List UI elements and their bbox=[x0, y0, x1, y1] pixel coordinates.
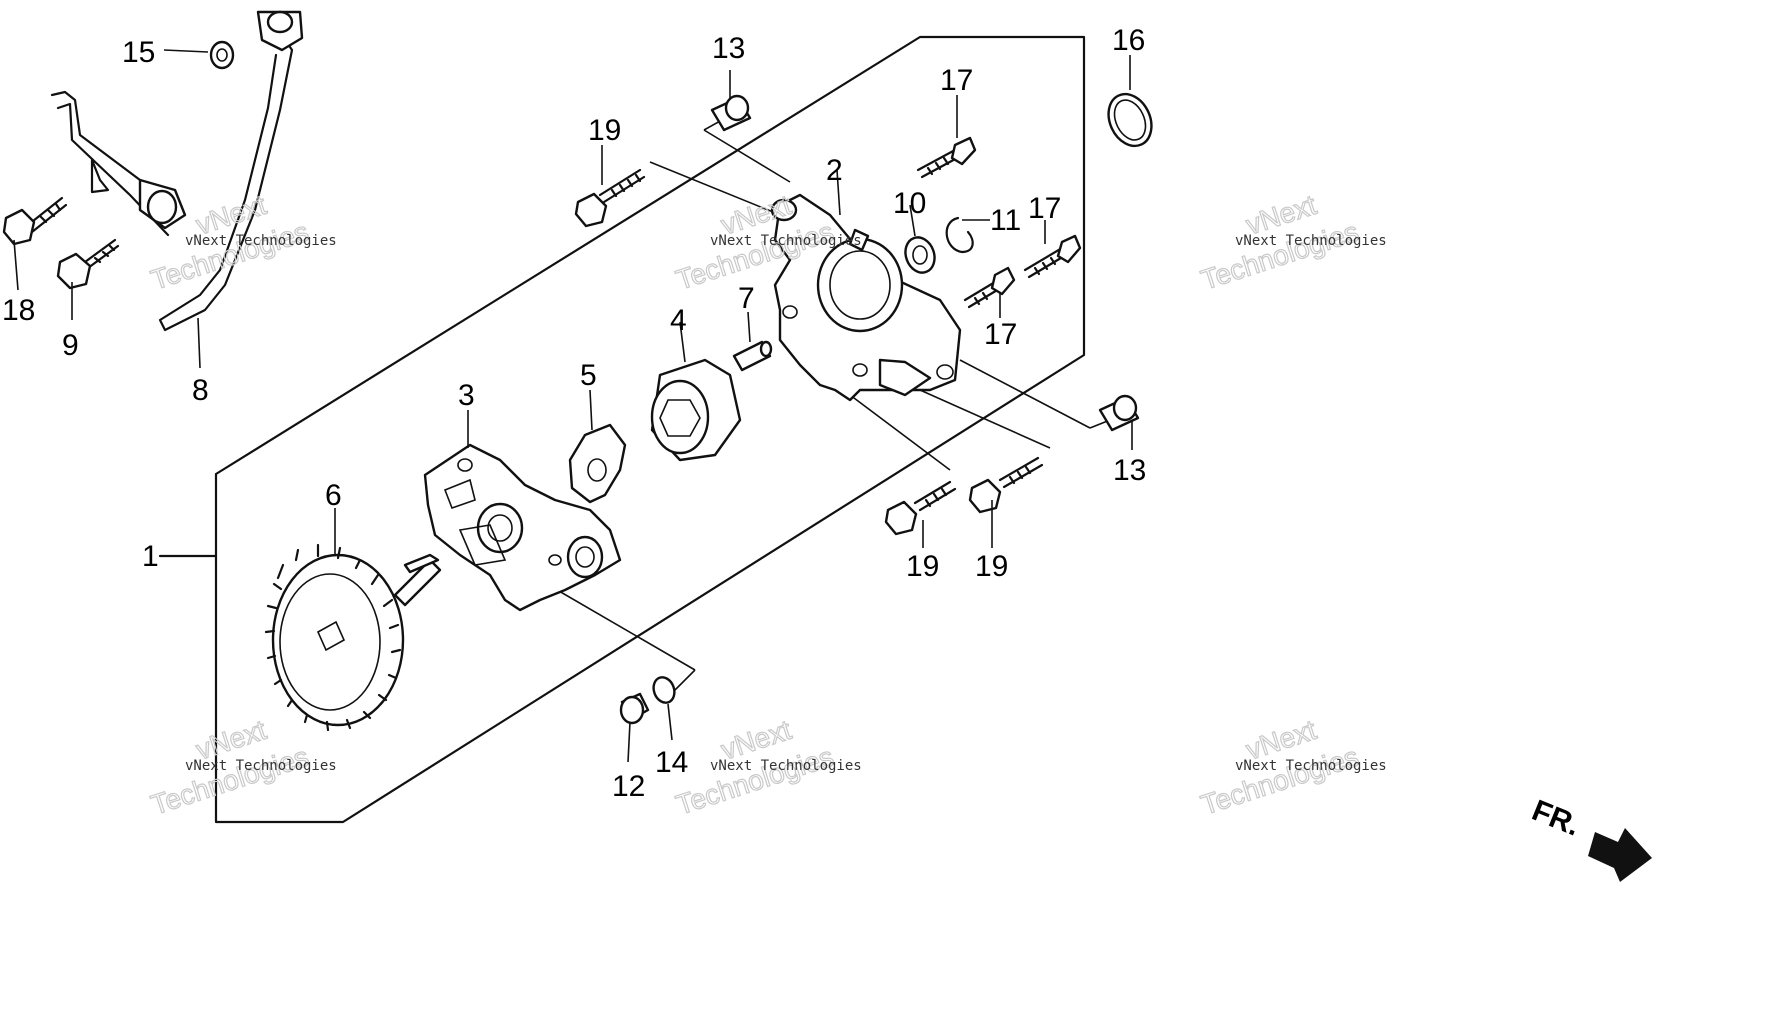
watermark-bottom-middle: Technologies vNext vNext Technologies bbox=[672, 713, 862, 821]
callout-12: 12 bbox=[612, 770, 645, 803]
callout-labels: 15 13 19 17 16 2 10 11 17 17 13 19 19 7 … bbox=[2, 24, 1146, 803]
callout-3: 3 bbox=[458, 379, 475, 412]
sprocket-teeth bbox=[264, 543, 402, 732]
callout-9: 9 bbox=[62, 329, 79, 362]
front-label: FR. bbox=[1527, 794, 1584, 843]
outer-rotor-4 bbox=[650, 358, 742, 462]
callout-10: 10 bbox=[893, 187, 926, 220]
pump-cover-2 bbox=[770, 193, 962, 402]
dowel-pin-7 bbox=[732, 340, 773, 372]
dowel-collar-13-upper bbox=[710, 94, 752, 132]
bolt-17-right bbox=[1023, 234, 1082, 279]
callout-13-lower: 13 bbox=[1113, 454, 1146, 487]
watermark-top-right: Technologies vNext vNext Technologies bbox=[1197, 188, 1387, 296]
callout-6: 6 bbox=[325, 479, 342, 512]
circlip-11 bbox=[945, 216, 974, 254]
callout-4: 4 bbox=[670, 304, 687, 337]
o-ring-16 bbox=[1107, 92, 1153, 148]
dowel-collar-13-lower bbox=[1098, 394, 1140, 432]
bolt-17-top bbox=[916, 136, 977, 179]
bolt-19-lower-left bbox=[884, 480, 957, 536]
washer-10 bbox=[904, 236, 936, 274]
callout-17-right: 17 bbox=[1028, 192, 1061, 225]
front-direction-indicator: FR. bbox=[1527, 794, 1652, 882]
callout-17-top: 17 bbox=[940, 64, 973, 97]
assembly-outline bbox=[158, 35, 1086, 824]
svg-text:vNext Technologies: vNext Technologies bbox=[1235, 758, 1387, 774]
callout-7: 7 bbox=[738, 282, 755, 315]
bolt-19-upper bbox=[574, 168, 646, 228]
watermark-bottom-left: Technologies vNext vNext Technologies bbox=[147, 713, 337, 821]
callout-13-upper: 13 bbox=[712, 32, 745, 65]
svg-text:vNext Technologies: vNext Technologies bbox=[185, 233, 337, 249]
callout-18: 18 bbox=[2, 294, 35, 327]
svg-text:vNext Technologies: vNext Technologies bbox=[185, 758, 337, 774]
callout-17-middle: 17 bbox=[984, 318, 1017, 351]
callout-2: 2 bbox=[826, 154, 843, 187]
callout-19-lower-left: 19 bbox=[906, 550, 939, 583]
callout-1: 1 bbox=[142, 540, 159, 573]
svg-text:vNext Technologies: vNext Technologies bbox=[710, 233, 862, 249]
bolt-18 bbox=[2, 196, 68, 246]
callout-16: 16 bbox=[1112, 24, 1145, 57]
pump-body-3 bbox=[423, 443, 622, 612]
leader-lines bbox=[539, 109, 1111, 691]
collar-12 bbox=[619, 692, 650, 725]
watermark-bottom-right: Technologies vNext vNext Technologies bbox=[1197, 713, 1387, 821]
svg-text:vNext Technologies: vNext Technologies bbox=[1235, 233, 1387, 249]
washer-15 bbox=[209, 40, 235, 70]
front-arrow-icon bbox=[1588, 828, 1652, 882]
inner-rotor-5 bbox=[568, 423, 627, 504]
bolt-9 bbox=[56, 238, 120, 290]
bolt-17-middle bbox=[963, 266, 1016, 309]
bolt-19-lower-right bbox=[968, 456, 1044, 514]
callout-15: 15 bbox=[122, 36, 155, 69]
o-ring-14 bbox=[652, 676, 676, 704]
drive-sprocket-6 bbox=[264, 543, 442, 732]
callout-lines bbox=[13, 49, 1133, 763]
callout-8: 8 bbox=[192, 374, 209, 407]
oil-pipe-8 bbox=[50, 10, 304, 332]
callout-5: 5 bbox=[580, 359, 597, 392]
callout-19-upper: 19 bbox=[588, 114, 621, 147]
callout-19-lower-right: 19 bbox=[975, 550, 1008, 583]
callout-11: 11 bbox=[990, 204, 1021, 237]
svg-text:vNext Technologies: vNext Technologies bbox=[710, 758, 862, 774]
callout-14: 14 bbox=[655, 746, 688, 779]
